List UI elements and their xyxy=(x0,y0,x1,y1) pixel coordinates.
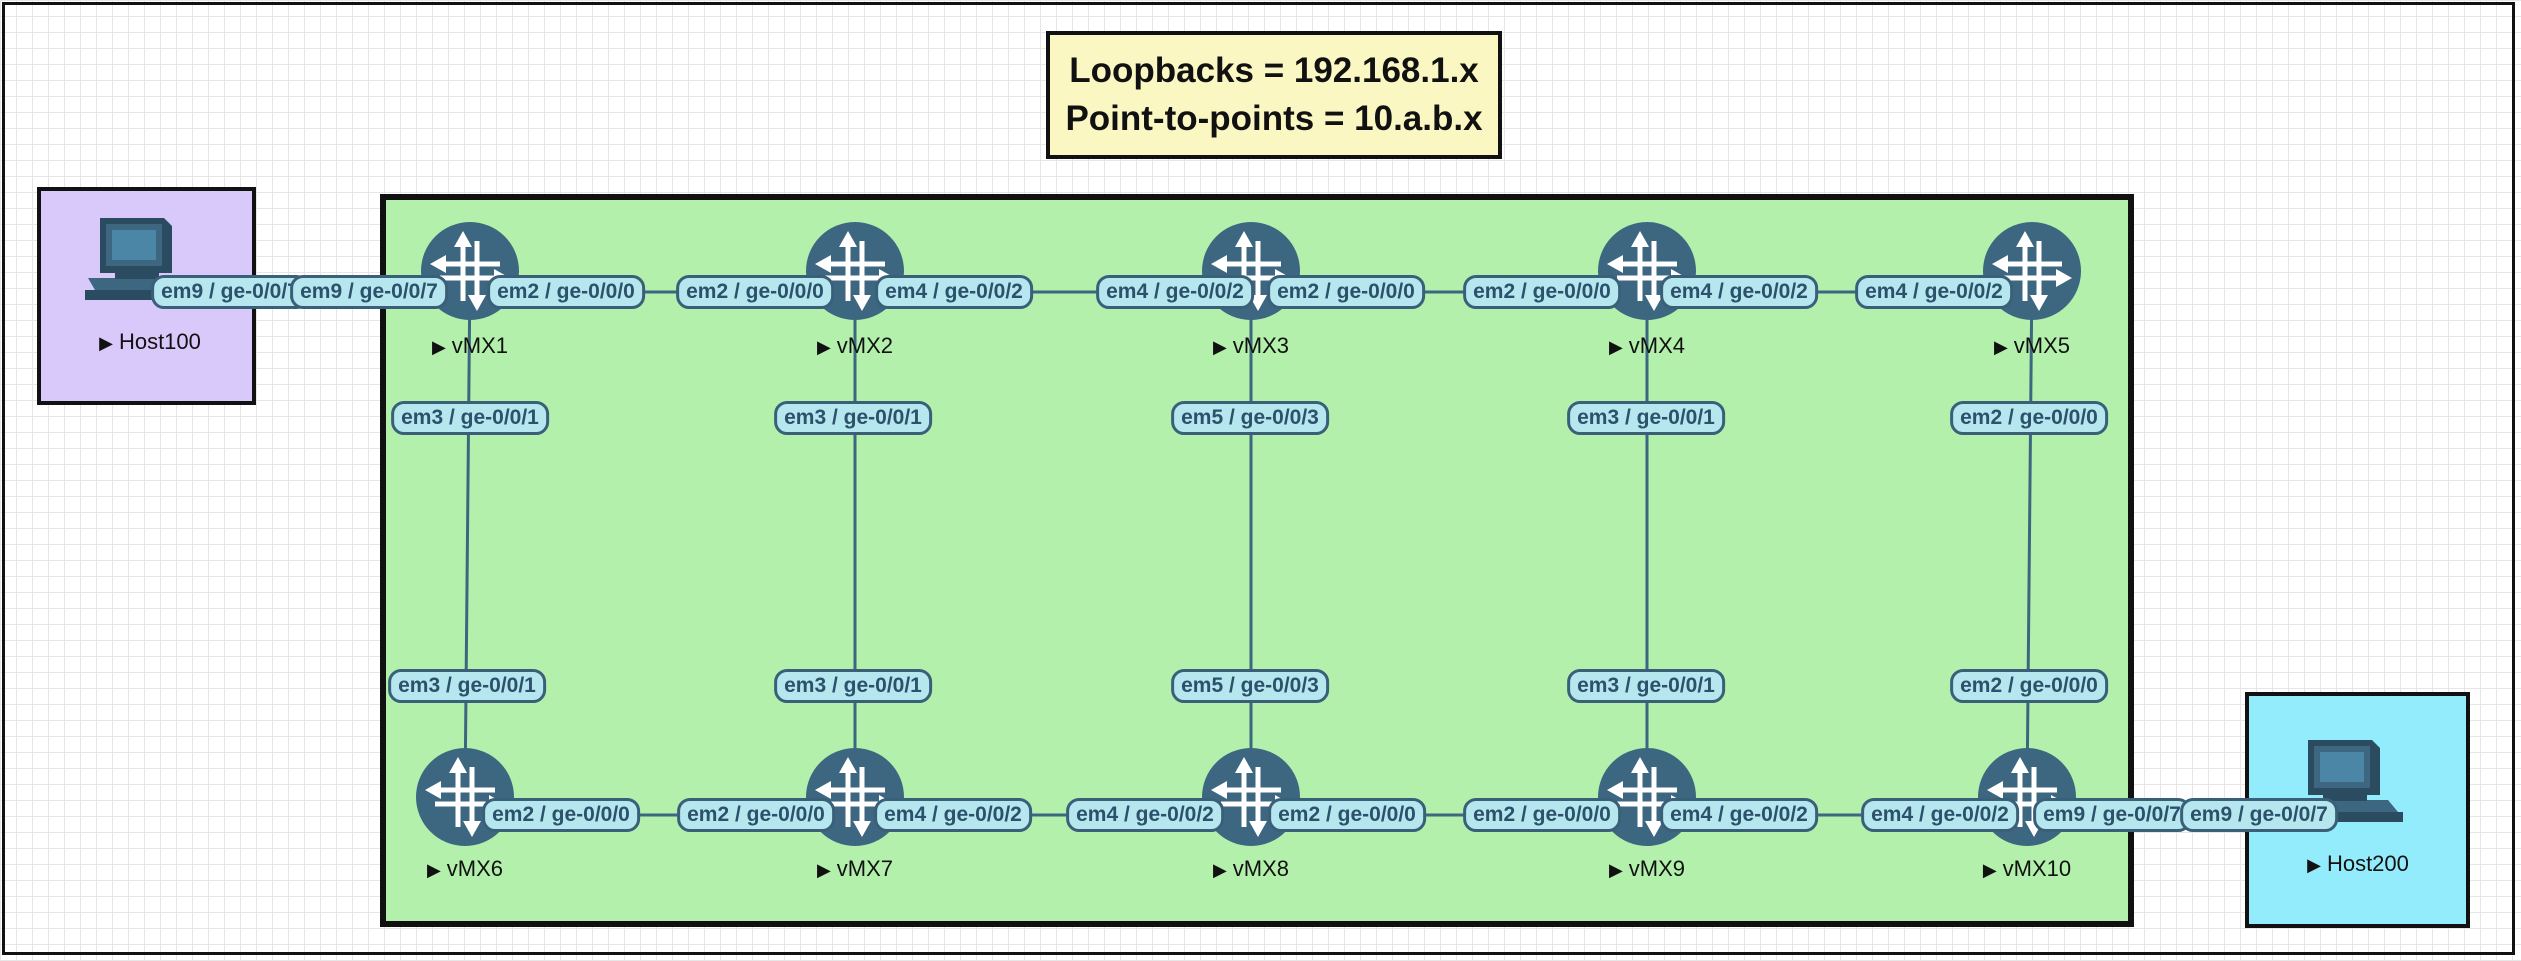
node-name: Host200 xyxy=(2326,851,2409,876)
port-label-vmx1[interactable]: em2 / ge-0/0/0 xyxy=(487,275,645,309)
node-name: vMX1 xyxy=(451,333,509,358)
vmx4-label: ▶vMX4 xyxy=(1609,332,1685,360)
expand-triangle-icon[interactable]: ▶ xyxy=(431,337,446,357)
expand-triangle-icon[interactable]: ▶ xyxy=(816,337,831,357)
port-label-vmx7[interactable]: em3 / ge-0/0/1 xyxy=(774,669,932,703)
vmx10-label: ▶vMX10 xyxy=(1983,855,2071,883)
legend-point-to-points: Point-to-points = 10.a.b.x xyxy=(1065,99,1483,138)
port-label-vmx3[interactable]: em2 / ge-0/0/0 xyxy=(1267,275,1425,309)
port-label-vmx2[interactable]: em3 / ge-0/0/1 xyxy=(774,401,932,435)
node-name: Host100 xyxy=(118,329,201,354)
expand-triangle-icon[interactable]: ▶ xyxy=(2307,855,2321,875)
port-label-vmx9[interactable]: em3 / ge-0/0/1 xyxy=(1567,669,1725,703)
port-label-vmx1[interactable]: em3 / ge-0/0/1 xyxy=(391,401,549,435)
expand-triangle-icon[interactable]: ▶ xyxy=(1993,337,2008,357)
vmx6-label: ▶vMX6 xyxy=(427,855,503,883)
node-name: vMX2 xyxy=(836,333,894,358)
port-label-vmx3[interactable]: em5 / ge-0/0/3 xyxy=(1171,401,1329,435)
node-name: vMX7 xyxy=(836,856,894,881)
port-label-vmx5[interactable]: em4 / ge-0/0/2 xyxy=(1855,275,2013,309)
node-name: vMX4 xyxy=(1628,333,1686,358)
node-name: vMX9 xyxy=(1628,856,1686,881)
port-label-vmx7[interactable]: em2 / ge-0/0/0 xyxy=(677,798,835,832)
port-label-vmx9[interactable]: em2 / ge-0/0/0 xyxy=(1463,798,1621,832)
expand-triangle-icon[interactable]: ▶ xyxy=(426,860,441,880)
port-label-vmx5[interactable]: em2 / ge-0/0/0 xyxy=(1950,401,2108,435)
port-label-host100[interactable]: em9 / ge-0/0/7 xyxy=(151,275,309,309)
expand-triangle-icon[interactable]: ▶ xyxy=(1212,337,1227,357)
node-name: vMX5 xyxy=(2013,333,2071,358)
expand-triangle-icon[interactable]: ▶ xyxy=(1608,337,1623,357)
port-label-vmx7[interactable]: em4 / ge-0/0/2 xyxy=(874,798,1032,832)
port-label-vmx4[interactable]: em3 / ge-0/0/1 xyxy=(1567,401,1725,435)
host200-label: ▶Host200 xyxy=(2307,850,2409,878)
port-label-vmx8[interactable]: em2 / ge-0/0/0 xyxy=(1268,798,1426,832)
port-label-vmx8[interactable]: em4 / ge-0/0/2 xyxy=(1066,798,1224,832)
port-label-vmx3[interactable]: em4 / ge-0/0/2 xyxy=(1096,275,1254,309)
port-label-vmx10[interactable]: em4 / ge-0/0/2 xyxy=(1861,798,2019,832)
addressing-legend[interactable]: Loopbacks = 192.168.1.x Point-to-points … xyxy=(1046,31,1502,159)
node-name: vMX3 xyxy=(1232,333,1290,358)
port-label-vmx10[interactable]: em9 / ge-0/0/7 xyxy=(2033,798,2191,832)
host100-label: ▶Host100 xyxy=(99,328,201,356)
port-label-vmx1[interactable]: em9 / ge-0/0/7 xyxy=(290,275,448,309)
expand-triangle-icon[interactable]: ▶ xyxy=(1608,860,1623,880)
port-label-vmx2[interactable]: em2 / ge-0/0/0 xyxy=(676,275,834,309)
port-label-vmx4[interactable]: em4 / ge-0/0/2 xyxy=(1660,275,1818,309)
link-vmx1-vmx6[interactable] xyxy=(463,270,472,798)
port-label-vmx2[interactable]: em4 / ge-0/0/2 xyxy=(875,275,1033,309)
port-label-host200[interactable]: em9 / ge-0/0/7 xyxy=(2180,798,2338,832)
port-label-vmx6[interactable]: em2 / ge-0/0/0 xyxy=(482,798,640,832)
vmx3-label: ▶vMX3 xyxy=(1213,332,1289,360)
vmx2-label: ▶vMX2 xyxy=(817,332,893,360)
vmx8-label: ▶vMX8 xyxy=(1213,855,1289,883)
vmx5-label: ▶vMX5 xyxy=(1994,332,2070,360)
node-name: vMX8 xyxy=(1232,856,1290,881)
node-name: vMX10 xyxy=(2002,856,2072,881)
node-name: vMX6 xyxy=(446,856,504,881)
host100-computer-icon[interactable] xyxy=(85,218,195,300)
expand-triangle-icon[interactable]: ▶ xyxy=(816,860,831,880)
expand-triangle-icon[interactable]: ▶ xyxy=(1982,860,1997,880)
port-label-vmx4[interactable]: em2 / ge-0/0/0 xyxy=(1463,275,1621,309)
port-label-vmx6[interactable]: em3 / ge-0/0/1 xyxy=(388,669,546,703)
expand-triangle-icon[interactable]: ▶ xyxy=(1212,860,1227,880)
expand-triangle-icon[interactable]: ▶ xyxy=(99,333,113,353)
port-label-vmx9[interactable]: em4 / ge-0/0/2 xyxy=(1660,798,1818,832)
vmx7-label: ▶vMX7 xyxy=(817,855,893,883)
vmx1-label: ▶vMX1 xyxy=(432,332,508,360)
port-label-vmx8[interactable]: em5 / ge-0/0/3 xyxy=(1171,669,1329,703)
vmx9-label: ▶vMX9 xyxy=(1609,855,1685,883)
port-label-vmx10[interactable]: em2 / ge-0/0/0 xyxy=(1950,669,2108,703)
link-vmx5-vmx10[interactable] xyxy=(2025,270,2034,798)
legend-loopbacks: Loopbacks = 192.168.1.x xyxy=(1069,51,1479,90)
